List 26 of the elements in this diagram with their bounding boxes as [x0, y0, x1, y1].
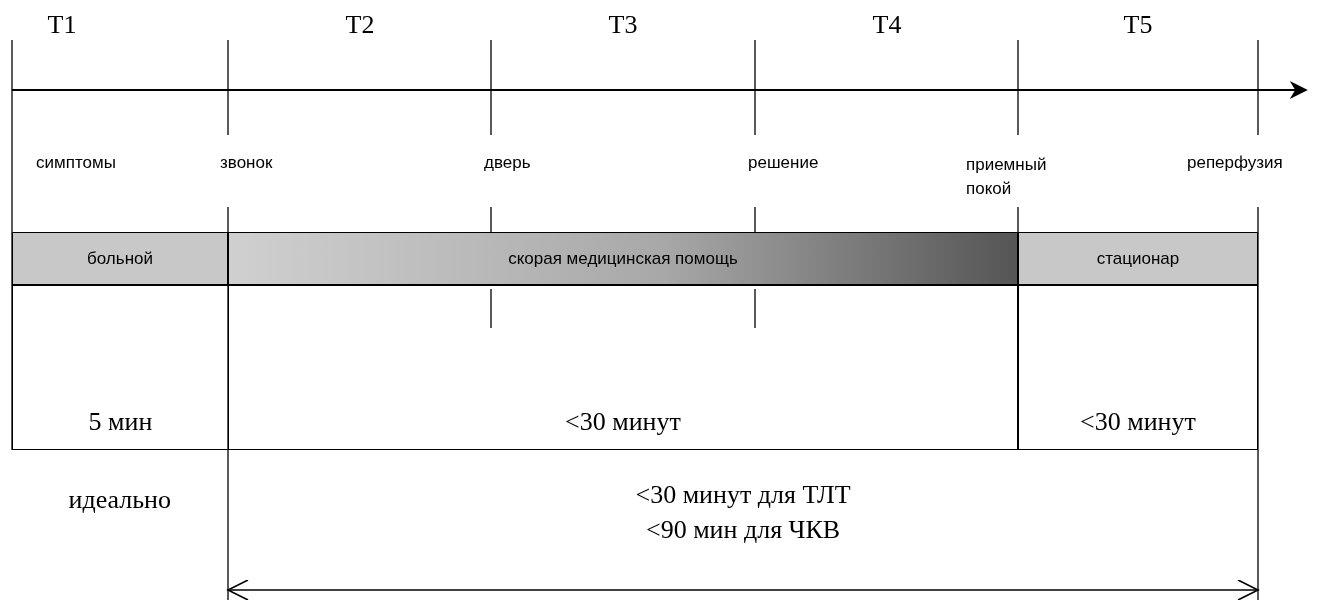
event-label: симптомы	[36, 153, 116, 173]
band-label: больной	[87, 248, 153, 269]
responsibility-band	[228, 232, 1018, 285]
event-label: звонок	[220, 153, 273, 173]
duration-cell	[228, 285, 1018, 450]
duration-label: <30 минут	[565, 407, 681, 437]
event-label: реперфузия	[1187, 153, 1283, 173]
period-label: T5	[1123, 10, 1153, 40]
band-label: стационар	[1096, 248, 1180, 269]
band-label: скорая медицинская помощь	[508, 248, 738, 269]
responsibility-band	[12, 232, 228, 285]
event-label: дверь	[484, 153, 531, 173]
duration-cell	[12, 285, 228, 450]
note-label: идеально	[68, 485, 171, 515]
duration-label: 5 мин	[88, 407, 153, 437]
event-label: решение	[748, 153, 819, 173]
event-label: приемный покой	[966, 154, 1048, 200]
responsibility-band	[1018, 232, 1258, 285]
period-label: T3	[608, 10, 638, 40]
interval-label: <30 минут для ТЛТ	[635, 480, 851, 510]
duration-cell	[1018, 285, 1258, 450]
period-label: T1	[47, 10, 77, 40]
period-label: T4	[872, 10, 902, 40]
duration-label: <30 минут	[1080, 407, 1196, 437]
interval-label: <90 мин для ЧКВ	[646, 515, 841, 545]
period-label: T2	[345, 10, 375, 40]
